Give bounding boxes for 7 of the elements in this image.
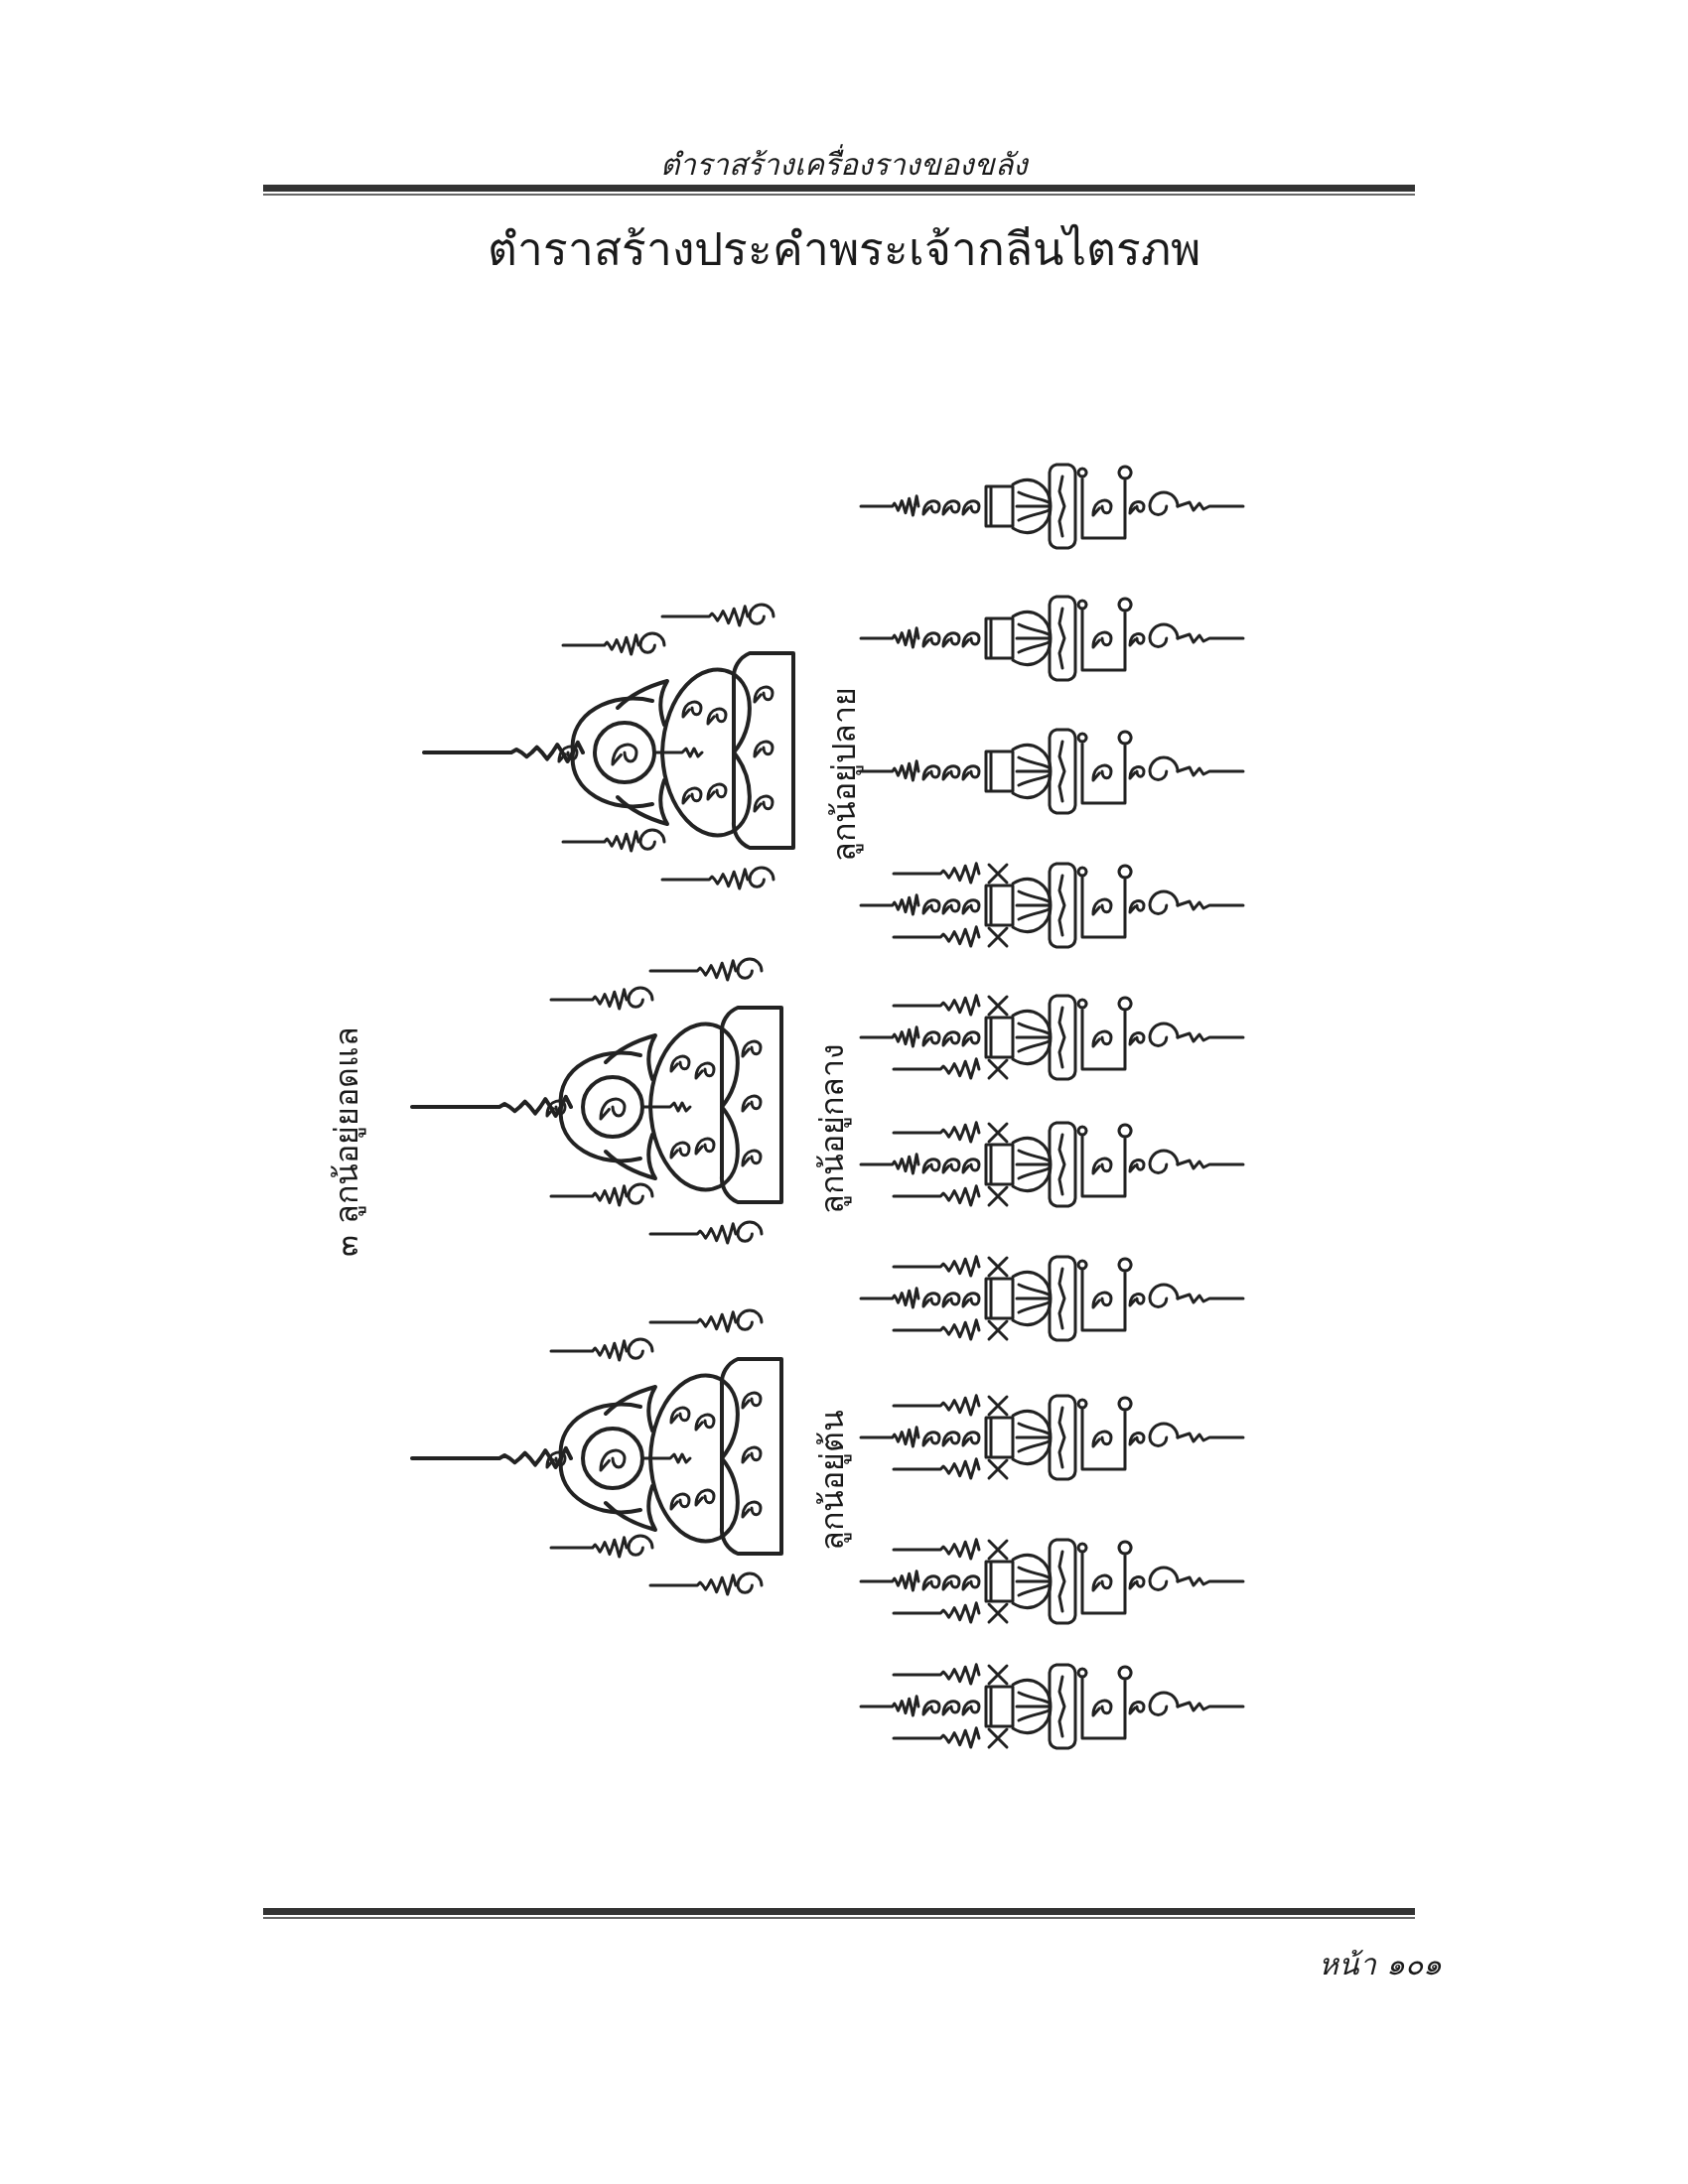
running-header: ตำราสร้างเครื่องรางของขลัง	[660, 143, 1028, 184]
side-caption: ๓ ลูกน้อยู่ยอดแล	[326, 1026, 367, 1257]
page-number: หน้า ๑๐๑	[1319, 1945, 1442, 1983]
caption: ลูกน้อยู่ปลาย	[823, 687, 865, 862]
page-title: ตำราสร้างประคำพระเจ้ากลีนไตรภพ	[488, 220, 1200, 278]
caption: ลูกน้อยู่กลาง	[811, 1043, 853, 1214]
caption: ลูกน้อยู่ต้น	[811, 1410, 853, 1551]
